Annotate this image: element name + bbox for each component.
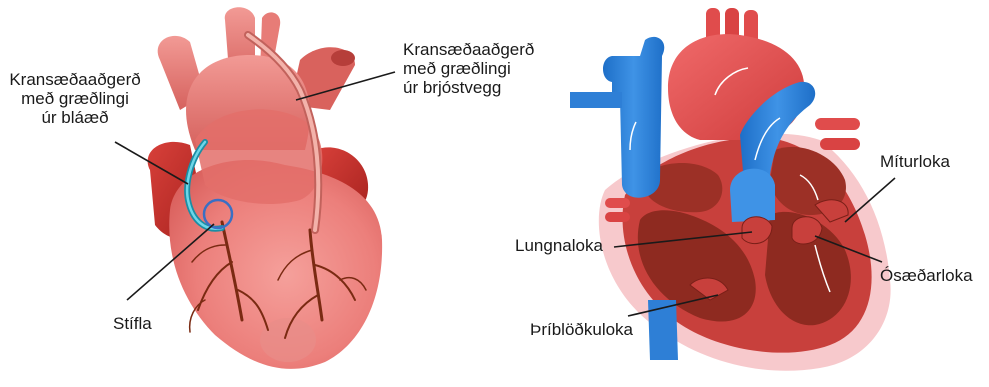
aorta-side-branch <box>815 118 860 130</box>
aorta-side-branch <box>605 198 630 208</box>
pulmonary-trunk-section <box>730 169 775 222</box>
label-artery-graft: Kransæðaaðgerð með græðlingi úr brjóstve… <box>403 40 573 97</box>
label-vein-graft: Kransæðaaðgerð með græðlingi úr bláæð <box>0 70 150 127</box>
vein-branch <box>570 92 622 108</box>
label-tricuspid-valve: Þríblöðkuloka <box>530 320 670 339</box>
cross-section-heart <box>570 8 891 371</box>
aorta-side-branch <box>820 138 860 150</box>
superior-vena-cava <box>603 37 664 198</box>
label-mitral-valve: Míturloka <box>880 152 980 171</box>
heart-upper <box>195 109 322 204</box>
label-pulmonary-valve: Lungnaloka <box>515 236 625 255</box>
aorta-side-branch <box>605 212 630 222</box>
flow-arrow-icon <box>688 25 700 40</box>
label-aortic-valve: Ósæðarloka <box>880 266 985 285</box>
label-blockage: Stífla <box>113 314 193 333</box>
